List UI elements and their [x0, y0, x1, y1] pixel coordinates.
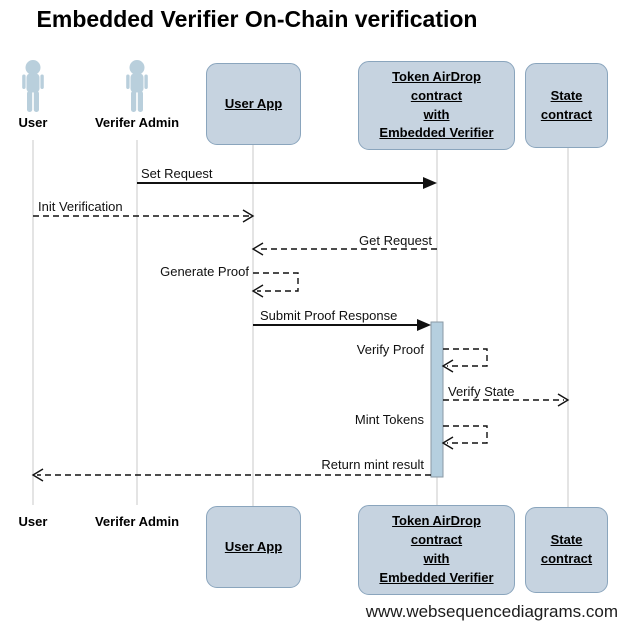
lifelines — [32, 140, 569, 507]
message-label-verify-state: Verify State — [448, 384, 515, 399]
watermark-url: www.websequencediagrams.com — [365, 602, 618, 621]
arrowhead-return-mint-result — [31, 468, 44, 482]
actor-label-verifer-admin-top: Verifer Admin — [94, 115, 180, 130]
actor-label-user-bottom: User — [18, 514, 48, 529]
dashed-arrows — [33, 215, 564, 476]
activation-bar-token-airdrop — [430, 321, 444, 478]
arrowhead-set-request — [423, 177, 437, 189]
verifer-admin-actor-icon — [126, 60, 148, 112]
actor-label-verifer-admin-bottom: Verifer Admin — [94, 514, 180, 529]
actor-label-user-top: User — [18, 115, 48, 130]
diagram-title: Embedded Verifier On-Chain verification — [36, 6, 478, 32]
participant-box-token-airdrop-top: Token AirDrop contract with Embedded Ver… — [358, 61, 515, 150]
arrow-verify-proof-self — [443, 348, 488, 367]
arrow-generate-proof-self — [253, 272, 299, 292]
open-arrowheads — [31, 209, 570, 482]
arrowhead-verify-proof — [441, 359, 454, 373]
message-label-set-request: Set Request — [141, 166, 213, 181]
arrowhead-mint-tokens — [441, 436, 454, 450]
arrow-mint-tokens-self — [443, 425, 488, 444]
participant-box-user-app-top: User App — [206, 63, 301, 145]
participant-box-user-app-bottom: User App — [206, 506, 301, 588]
arrowhead-get-request — [251, 242, 264, 256]
participant-box-token-airdrop-bottom: Token AirDrop contract with Embedded Ver… — [358, 505, 515, 595]
message-label-generate-proof: Generate Proof — [160, 264, 249, 279]
participant-box-state-contract-top: State contract — [525, 63, 608, 148]
message-label-get-request: Get Request — [359, 233, 432, 248]
message-label-submit-proof-response: Submit Proof Response — [260, 308, 398, 323]
message-label-mint-tokens: Mint Tokens — [354, 412, 424, 427]
message-label-verify-proof: Verify Proof — [356, 342, 424, 357]
arrowhead-verify-state — [557, 393, 570, 407]
arrowhead-submit-proof-response — [417, 319, 431, 331]
user-actor-icon — [22, 60, 44, 112]
message-label-init-verification: Init Verification — [38, 199, 123, 214]
solid-arrows — [137, 182, 424, 326]
participant-box-state-contract-bottom: State contract — [525, 507, 608, 593]
arrowhead-generate-proof — [251, 284, 264, 298]
message-label-return-mint-result: Return mint result — [321, 457, 424, 472]
arrowhead-init-verification — [242, 209, 255, 223]
